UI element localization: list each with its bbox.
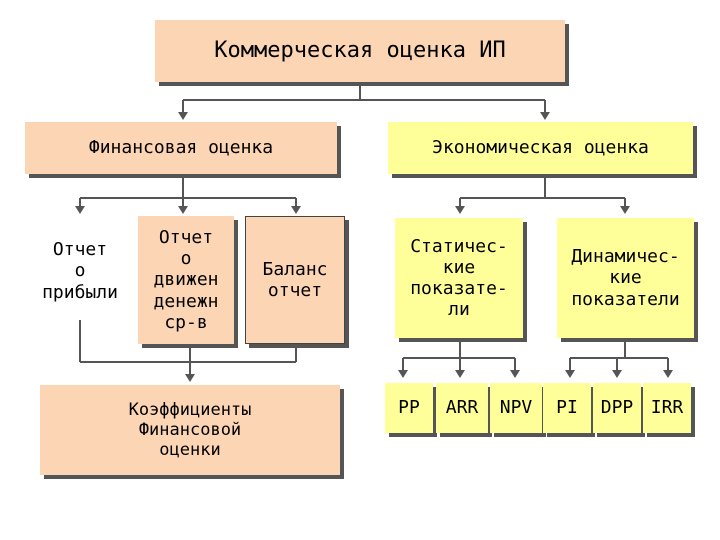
dynamic-indicators-box: Динамичес- кие показатели [557,218,694,338]
profit-report-label: Отчет о прибыли [42,239,118,303]
indicator-irr: IRR [643,383,691,433]
balance-report-box: Баланс отчет [245,216,345,344]
economic-title: Экономическая оценка [432,137,649,159]
root-title: Коммерческая оценка ИП [214,38,506,64]
indicator-dpp: DPP [593,383,641,433]
dynamic-indicators-label: Динамичес- кие показатели [571,246,680,310]
indicator-arr-label: ARR [445,397,479,419]
root-box: Коммерческая оценка ИП [155,20,565,82]
balance-report-label: Баланс отчет [262,258,328,301]
profit-report-box: Отчет о прибыли [30,222,130,320]
coefficients-box: Коэффициенты Финансовой оценки [40,385,340,475]
indicator-npv: NPV [490,383,542,433]
indicator-arr: ARR [436,383,488,433]
static-indicators-label: Статичес- кие показате- ли [410,235,508,321]
static-indicators-box: Статичес- кие показате- ли [395,218,523,338]
indicator-npv-label: NPV [499,397,533,419]
indicator-dpp-label: DPP [600,397,634,419]
indicator-irr-label: IRR [650,397,684,419]
cashflow-report-label: Отчет о движен денежн ср-в [153,226,219,333]
indicator-pi-label: PI [556,397,578,419]
indicator-pp-label: PP [398,397,420,419]
indicator-pi: PI [543,383,591,433]
arrowheads [75,112,673,382]
financial-assessment-box: Финансовая оценка [25,122,337,174]
financial-title: Финансовая оценка [88,137,274,159]
cashflow-report-box: Отчет о движен денежн ср-в [138,216,234,344]
coefficients-label: Коэффициенты Финансовой оценки [128,399,252,461]
economic-assessment-box: Экономическая оценка [388,122,693,174]
indicator-pp: PP [385,383,433,433]
